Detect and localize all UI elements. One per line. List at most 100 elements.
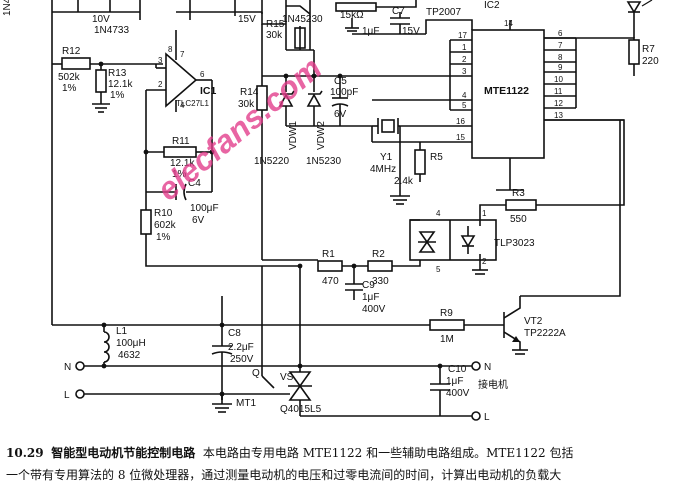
ground-symbols — [390, 126, 410, 205]
gate-network: R1 470 R2 330 C9 1μF 400V — [221, 219, 421, 324]
label-r11-tol: 1% — [172, 169, 187, 180]
ic2-mte1122: MTE1122 14 17 1 2 3 4 5 16 15 6 7 8 9 — [372, 19, 624, 191]
caption-line-1: 10.29 智能型电动机节能控制电路 本电路由专用电路 MTE1122 和一些辅… — [6, 444, 574, 461]
label-r3-val: 550 — [510, 214, 527, 225]
label-c7-val: 1μF — [362, 26, 379, 37]
label-l2: L — [484, 412, 490, 423]
label-r9-val: 1M — [440, 334, 454, 345]
label-ic2: IC2 — [484, 0, 500, 11]
label-r14-val: 30k — [238, 99, 255, 110]
pin-ic1-3: 3 — [158, 56, 163, 65]
label-r5-val: 2.4k — [394, 176, 414, 187]
pin-ic2-11: 11 — [554, 87, 563, 96]
label-vt2-part: TP2222A — [524, 328, 566, 339]
label-r3: R3 — [512, 188, 525, 199]
label-vt2: VT2 — [524, 316, 543, 327]
pin-ic2-15: 15 — [456, 133, 465, 142]
pin-tlp-1: 1 — [482, 209, 487, 218]
pin-ic2-17: 17 — [458, 31, 467, 40]
label-c7-volt: 15V — [402, 26, 420, 37]
label-c5: C5 — [334, 76, 347, 87]
label-n2: N — [484, 362, 491, 373]
label-r1-val: 470 — [322, 276, 339, 287]
label-c9-volt: 400V — [362, 304, 386, 315]
input-network: R12 502k 1% R13 12.1k 1% — [52, 46, 163, 113]
label-tp2007: TP2007 — [426, 7, 461, 18]
label-q: Q — [252, 368, 260, 379]
triac-output: Q VS MT1 Q4015L5 C10 1μF 400V N 接电机 L — [221, 296, 508, 423]
caption-title: 智能型电动机节能控制电路 — [51, 446, 196, 460]
label-c10-volt: 400V — [446, 388, 470, 399]
label-1n4733: 1N4733 — [94, 25, 129, 36]
label-c8-val: 2.2μF — [228, 342, 254, 353]
label-r13-tol: 1% — [110, 90, 125, 101]
pin-ic1-4: 4 — [180, 101, 185, 110]
label-r2: R2 — [372, 249, 385, 260]
label-l1-val: 100μH — [116, 338, 146, 349]
label-r12-tol: 1% — [62, 83, 77, 94]
label-c7: C7 — [392, 6, 405, 17]
label-ic1-part: TLC27L1 — [176, 99, 209, 108]
caption-number: 10.29 — [6, 446, 44, 460]
label-motor: 接电机 — [478, 378, 508, 391]
label-ic1: IC1 — [200, 85, 217, 97]
label-r10-tol: 1% — [156, 232, 171, 243]
label-r7: R7 — [642, 44, 655, 55]
label-vdw1: VDW1 — [288, 121, 299, 150]
pin-ic2-10: 10 — [554, 75, 563, 84]
label-c10-val: 1μF — [446, 376, 463, 387]
label-r9: R9 — [440, 308, 453, 319]
label-l1: L1 — [116, 326, 128, 337]
label-c9: C9 — [362, 280, 375, 291]
label-c5-val: 100pF — [330, 87, 358, 98]
label-vdw2: VDW2 — [316, 121, 327, 150]
caption-text-1: 本电路由专用电路 MTE1122 和一些辅助电路组成。MTE1122 包括 — [202, 446, 574, 460]
pin-ic2-12: 12 — [554, 99, 563, 108]
pin-ic1-7: 7 — [180, 50, 185, 59]
label-y1: Y1 — [380, 152, 393, 163]
pin-ic2-1: 1 — [462, 43, 467, 52]
pin-tlp-4: 4 — [436, 209, 441, 218]
pin-ic2-7: 7 — [558, 41, 563, 50]
label-tlp3023: TLP3023 — [494, 238, 535, 249]
label-r13: R13 — [108, 68, 127, 79]
label-r2-val: 330 — [372, 276, 389, 287]
pin-ic1-8: 8 — [168, 45, 173, 54]
feedback-network: R11 12.1k 1% C4 100μF 6V R10 602k 1% — [140, 136, 300, 267]
label-15k: 15kΩ — [340, 10, 364, 21]
pin-ic2-16: 16 — [456, 117, 465, 126]
label-1n5230: 1N5230 — [306, 156, 341, 167]
pin-ic2-4: 4 — [462, 91, 467, 100]
pin-tlp-2: 2 — [482, 257, 487, 266]
label-r15: R15 — [266, 19, 285, 30]
label-c10: C10 — [448, 364, 467, 375]
label-mt1: MT1 — [236, 398, 256, 409]
pin-ic2-9: 9 — [558, 63, 563, 72]
power-input: L1 100μH 4632 C8 2.2μF 250V N L — [52, 322, 481, 413]
label-r10: R10 — [154, 208, 173, 219]
label-c4-volt: 6V — [192, 215, 205, 226]
label-r10-val: 602k — [154, 220, 177, 231]
opto-driver: 4 5 1 2 R3 550 TLP3023 — [409, 119, 625, 275]
label-q4015: Q4015L5 — [280, 404, 322, 415]
label-r12: R12 — [62, 46, 81, 57]
led-indicator: R7 220 — [544, 0, 659, 76]
pin-ic2-14: 14 — [504, 19, 513, 28]
pin-tlp-5: 5 — [436, 265, 441, 274]
label-r5: R5 — [430, 152, 443, 163]
top-strip: 1N4 10V 1N4733 15V 1N45230 15kΩ C7 1μF 1… — [2, 0, 500, 325]
label-1n5220: 1N5220 — [254, 156, 289, 167]
label-c4-val: 100μF — [190, 203, 219, 214]
label-y1-val: 4MHz — [370, 164, 396, 175]
label-r15-val: 30k — [266, 30, 283, 41]
label-r12-val: 502k — [58, 72, 81, 83]
pin-ic2-6: 6 — [558, 29, 563, 38]
label-l1-part: 4632 — [118, 350, 141, 361]
label-c4: C4 — [188, 178, 201, 189]
sense-transistor: R9 1M VT2 TP2222A — [222, 120, 621, 355]
pin-ic2-2: 2 — [462, 55, 467, 64]
zero-cross-network: R14 30k R15 30k VDW1 VDW2 1N5220 1N5230 … — [238, 19, 372, 260]
label-1n45230: 1N45230 — [282, 14, 323, 25]
